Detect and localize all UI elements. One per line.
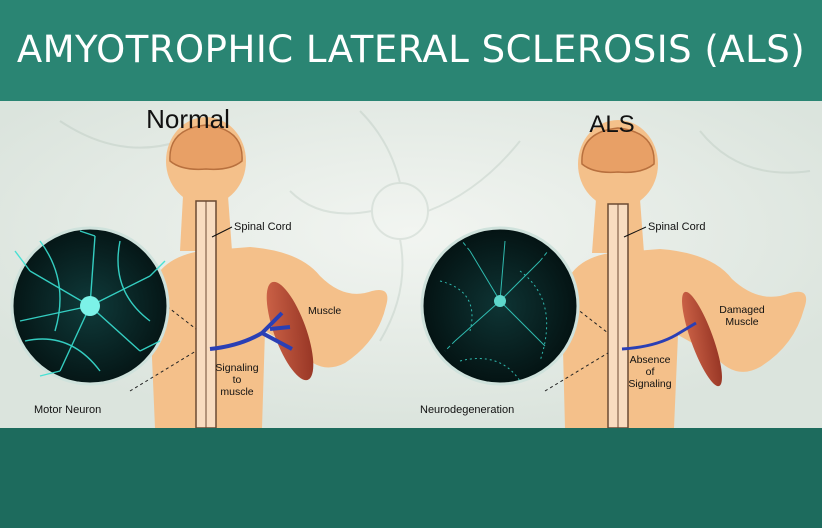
normal-muscle-label: Muscle [308,305,341,317]
als-absence-label-3: Signaling [628,378,671,390]
normal-signaling-label-2: to [233,374,242,386]
normal-motor-neuron-label: Motor Neuron [34,404,101,416]
als-brain-icon [581,127,655,174]
als-absence-label-1: Absence [630,354,671,366]
normal-signaling-label-3: muscle [220,386,253,398]
normal-heading: Normal [146,104,230,134]
als-heading: ALS [589,111,634,138]
title-banner: AMYOTROPHIC LATERAL SCLEROSIS (ALS) [0,0,822,101]
slide-title: AMYOTROPHIC LATERAL SCLEROSIS (ALS) [16,28,806,71]
normal-nerve [209,311,293,351]
normal-signaling-label-1: Signaling [215,362,258,374]
normal-muscle [266,281,314,381]
normal-neuron-network [14,230,166,377]
als-degenerated-network [439,240,549,382]
als-spinal-cord-label: Spinal Cord [648,221,705,233]
normal-neuron-soma [80,296,100,316]
als-absence-label-2: of [646,366,655,378]
als-damaged-muscle [682,291,722,387]
als-neuron-soma [494,295,506,307]
als-figure: ALS Spinal Cord Damaged Muscle Absence o… [420,111,807,428]
als-damaged-label-1: Damaged [719,304,765,316]
als-nerve [621,321,697,351]
footer-band [0,428,822,528]
normal-spinal-cord-label: Spinal Cord [234,221,291,233]
als-damaged-label-2: Muscle [725,316,758,328]
normal-brain-icon [169,124,243,171]
illustration-panel: Normal Spinal Cord Muscle Signaling to m… [0,101,822,428]
als-neurodegeneration-label: Neurodegeneration [420,404,514,416]
als-comparison-diagram: Normal Spinal Cord Muscle Signaling to m… [0,101,822,428]
normal-figure: Normal Spinal Cord Muscle Signaling to m… [10,104,388,428]
